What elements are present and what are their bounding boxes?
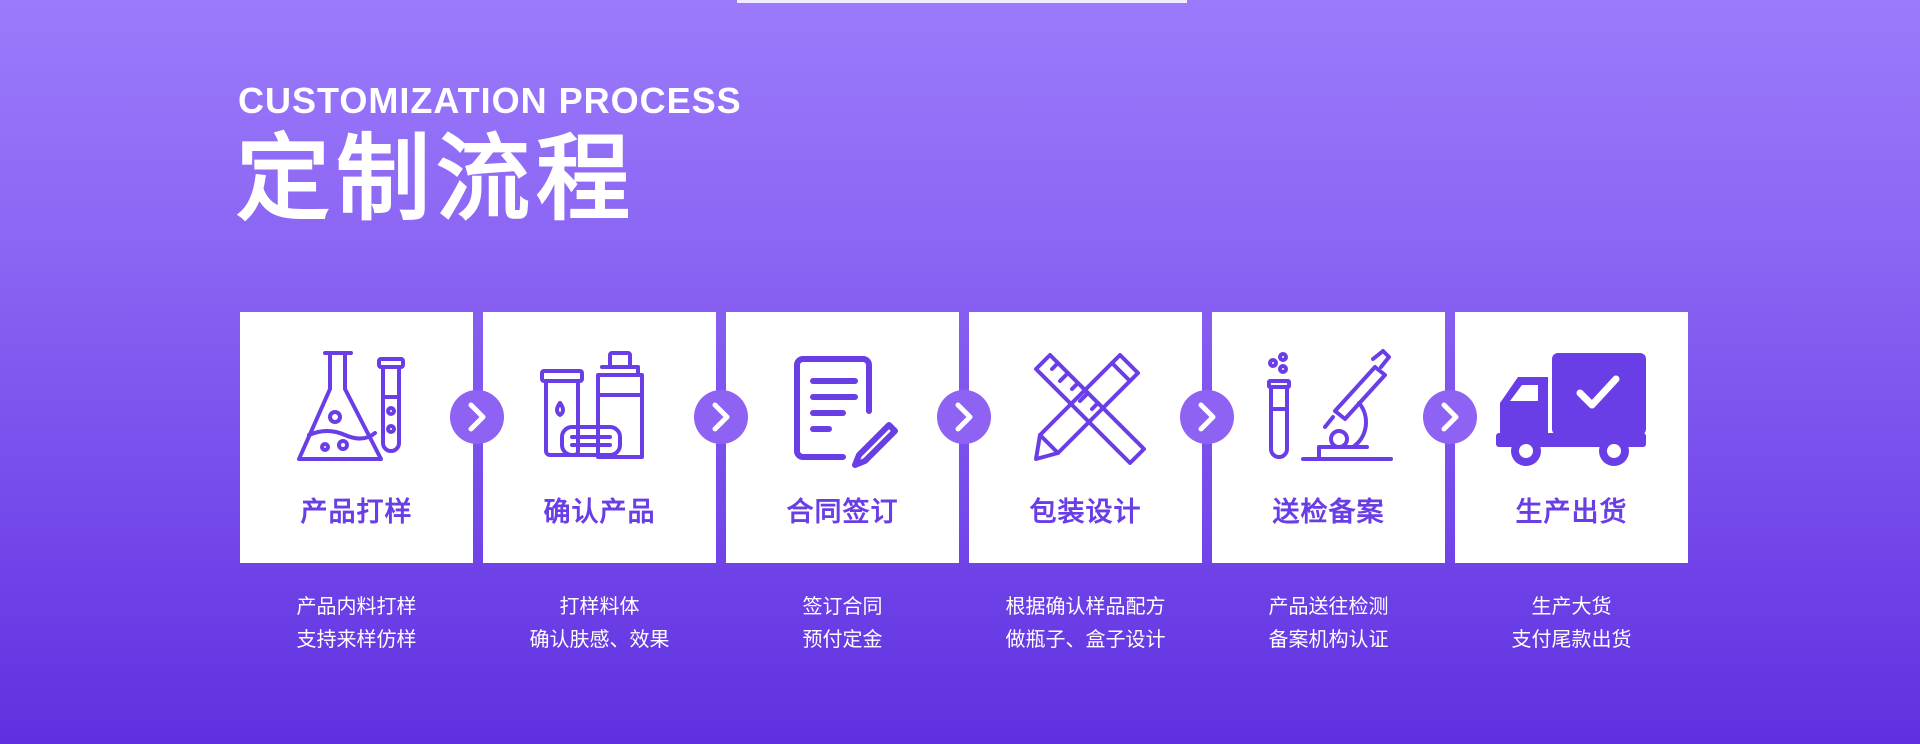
step-label: 确认产品 (543, 497, 656, 528)
desc-line: 生产大货 (1531, 594, 1612, 618)
top-divider-line (737, 0, 1187, 3)
desc-line: 打样料体 (559, 594, 640, 618)
next-arrow-icon (1423, 390, 1477, 444)
desc-line: 产品送往检测 (1268, 594, 1389, 618)
desc-line: 确认肤感、效果 (529, 627, 670, 651)
step-label: 包装设计 (1029, 497, 1142, 528)
step-card-confirm: 确认产品 (483, 312, 716, 563)
ruler-pencil-icon (1016, 347, 1156, 477)
step-card-production: 生产出货 (1455, 312, 1688, 563)
step-description: 签订合同 预付定金 (726, 590, 959, 656)
step-card-contract: 合同签订 (726, 312, 959, 563)
desc-line: 备案机构认证 (1268, 627, 1389, 651)
lab-flask-icon (287, 347, 427, 477)
next-arrow-icon (937, 390, 991, 444)
desc-line: 签订合同 (802, 594, 883, 618)
cosmetic-bottles-icon (530, 347, 670, 477)
step-label: 送检备案 (1272, 497, 1385, 528)
desc-line: 做瓶子、盒子设计 (1005, 627, 1166, 651)
next-arrow-icon (694, 390, 748, 444)
desc-line: 支付尾款出货 (1511, 627, 1632, 651)
step-description: 产品内料打样 支持来样仿样 (240, 590, 473, 656)
step-label: 生产出货 (1515, 497, 1628, 528)
step-card-sampling: 产品打样 (240, 312, 473, 563)
step-description: 根据确认样品配方 做瓶子、盒子设计 (969, 590, 1202, 656)
step-label: 产品打样 (300, 497, 413, 528)
contract-pen-icon (773, 347, 913, 477)
step-description: 产品送往检测 备案机构认证 (1212, 590, 1445, 656)
desc-line: 产品内料打样 (296, 594, 417, 618)
next-arrow-icon (1180, 390, 1234, 444)
step-description: 打样料体 确认肤感、效果 (483, 590, 716, 656)
desc-line: 根据确认样品配方 (1005, 594, 1166, 618)
step-description: 生产大货 支付尾款出货 (1455, 590, 1688, 656)
desc-line: 支持来样仿样 (296, 627, 417, 651)
step-card-packaging: 包装设计 (969, 312, 1202, 563)
page-title: 定制流程 (236, 125, 637, 234)
delivery-truck-icon (1495, 347, 1646, 477)
step-card-inspection: 送检备案 (1212, 312, 1445, 563)
page-subtitle: CUSTOMIZATION PROCESS (238, 80, 742, 121)
process-steps: 产品打样 产品内料打样 支持来样仿样 确认产品 打样料体 确认肤感、效果 (240, 312, 1690, 652)
microscope-icon (1259, 347, 1399, 477)
next-arrow-icon (450, 390, 504, 444)
desc-line: 预付定金 (802, 627, 883, 651)
step-label: 合同签订 (786, 497, 899, 528)
